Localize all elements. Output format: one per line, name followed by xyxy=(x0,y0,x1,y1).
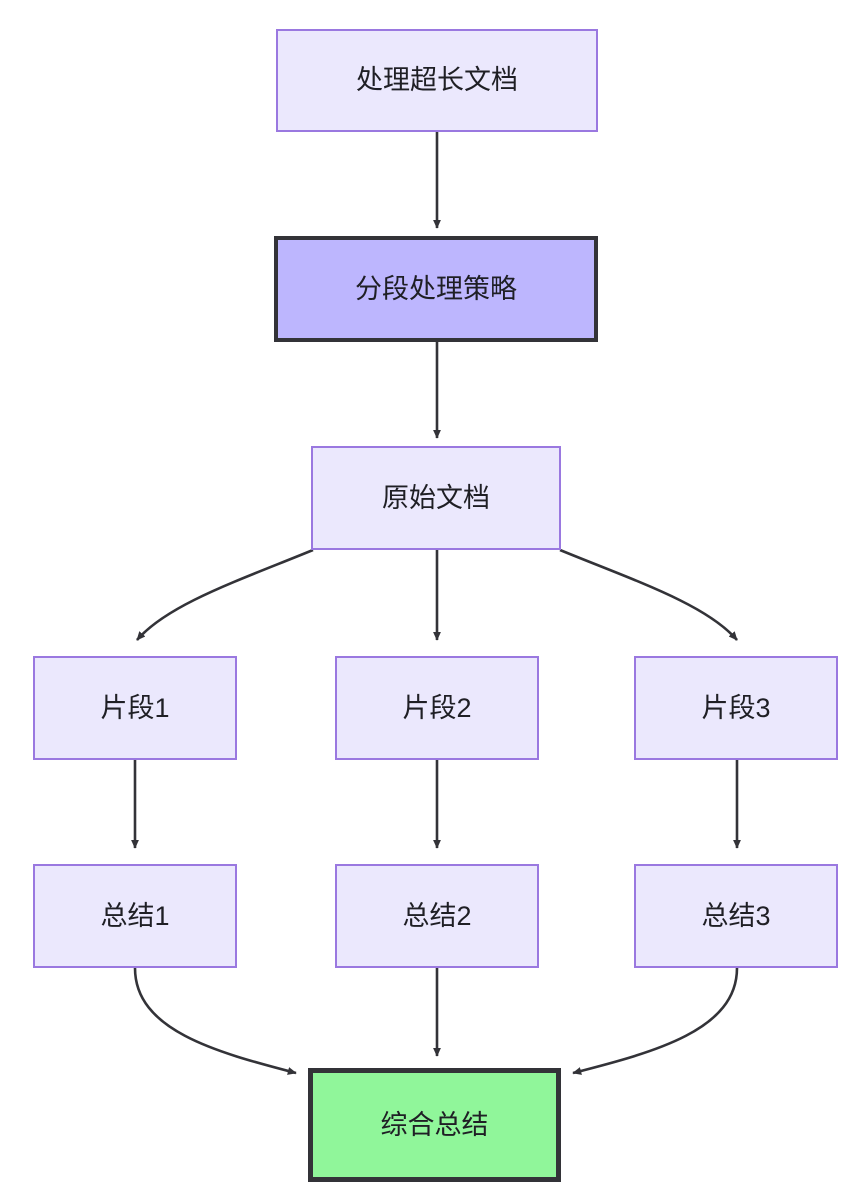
node-n3[interactable]: 原始文档 xyxy=(311,446,561,550)
node-label: 片段1 xyxy=(100,692,170,723)
node-n6[interactable]: 片段3 xyxy=(634,656,838,760)
node-n1[interactable]: 处理超长文档 xyxy=(276,29,598,132)
edge-n3-to-n6 xyxy=(559,548,738,641)
node-label: 原始文档 xyxy=(382,482,490,513)
edge-n9-to-n10 xyxy=(572,967,739,1075)
node-n2[interactable]: 分段处理策略 xyxy=(274,236,598,342)
node-n4[interactable]: 片段1 xyxy=(33,656,237,760)
edge-n7-to-n10 xyxy=(133,967,297,1075)
node-label: 总结1 xyxy=(100,900,170,931)
node-n9[interactable]: 总结3 xyxy=(634,864,838,968)
node-label: 综合总结 xyxy=(380,1109,489,1140)
node-label: 总结2 xyxy=(402,900,472,931)
node-label: 片段3 xyxy=(701,692,771,723)
node-n5[interactable]: 片段2 xyxy=(335,656,539,760)
node-label: 处理超长文档 xyxy=(356,65,518,96)
node-label: 分段处理策略 xyxy=(355,273,517,304)
node-n10[interactable]: 综合总结 xyxy=(308,1068,561,1182)
node-label: 片段2 xyxy=(402,692,472,723)
edge-n3-to-n4 xyxy=(136,548,314,641)
node-n7[interactable]: 总结1 xyxy=(33,864,237,968)
node-n8[interactable]: 总结2 xyxy=(335,864,539,968)
node-label: 总结3 xyxy=(701,900,771,931)
